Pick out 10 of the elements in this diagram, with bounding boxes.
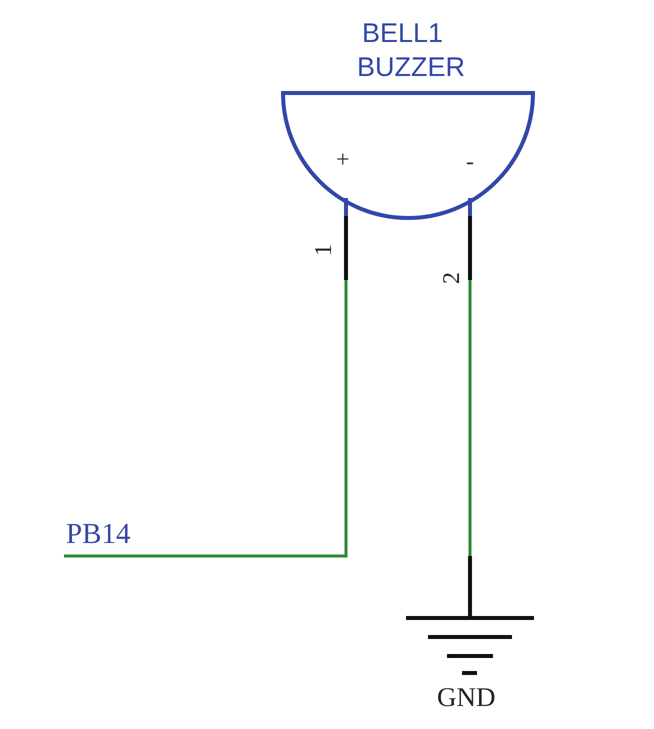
part-name: BUZZER [357,54,465,81]
pin-polarity: - [466,150,474,174]
net-name: PB14 [66,520,130,549]
pin-number: 2 [440,272,464,284]
pin-number: 1 [312,244,336,256]
reference-designator: BELL1 [362,20,444,47]
wire [64,280,348,558]
wire [468,280,472,558]
pin-polarity: + [336,148,350,172]
net-name: GND [437,684,496,711]
